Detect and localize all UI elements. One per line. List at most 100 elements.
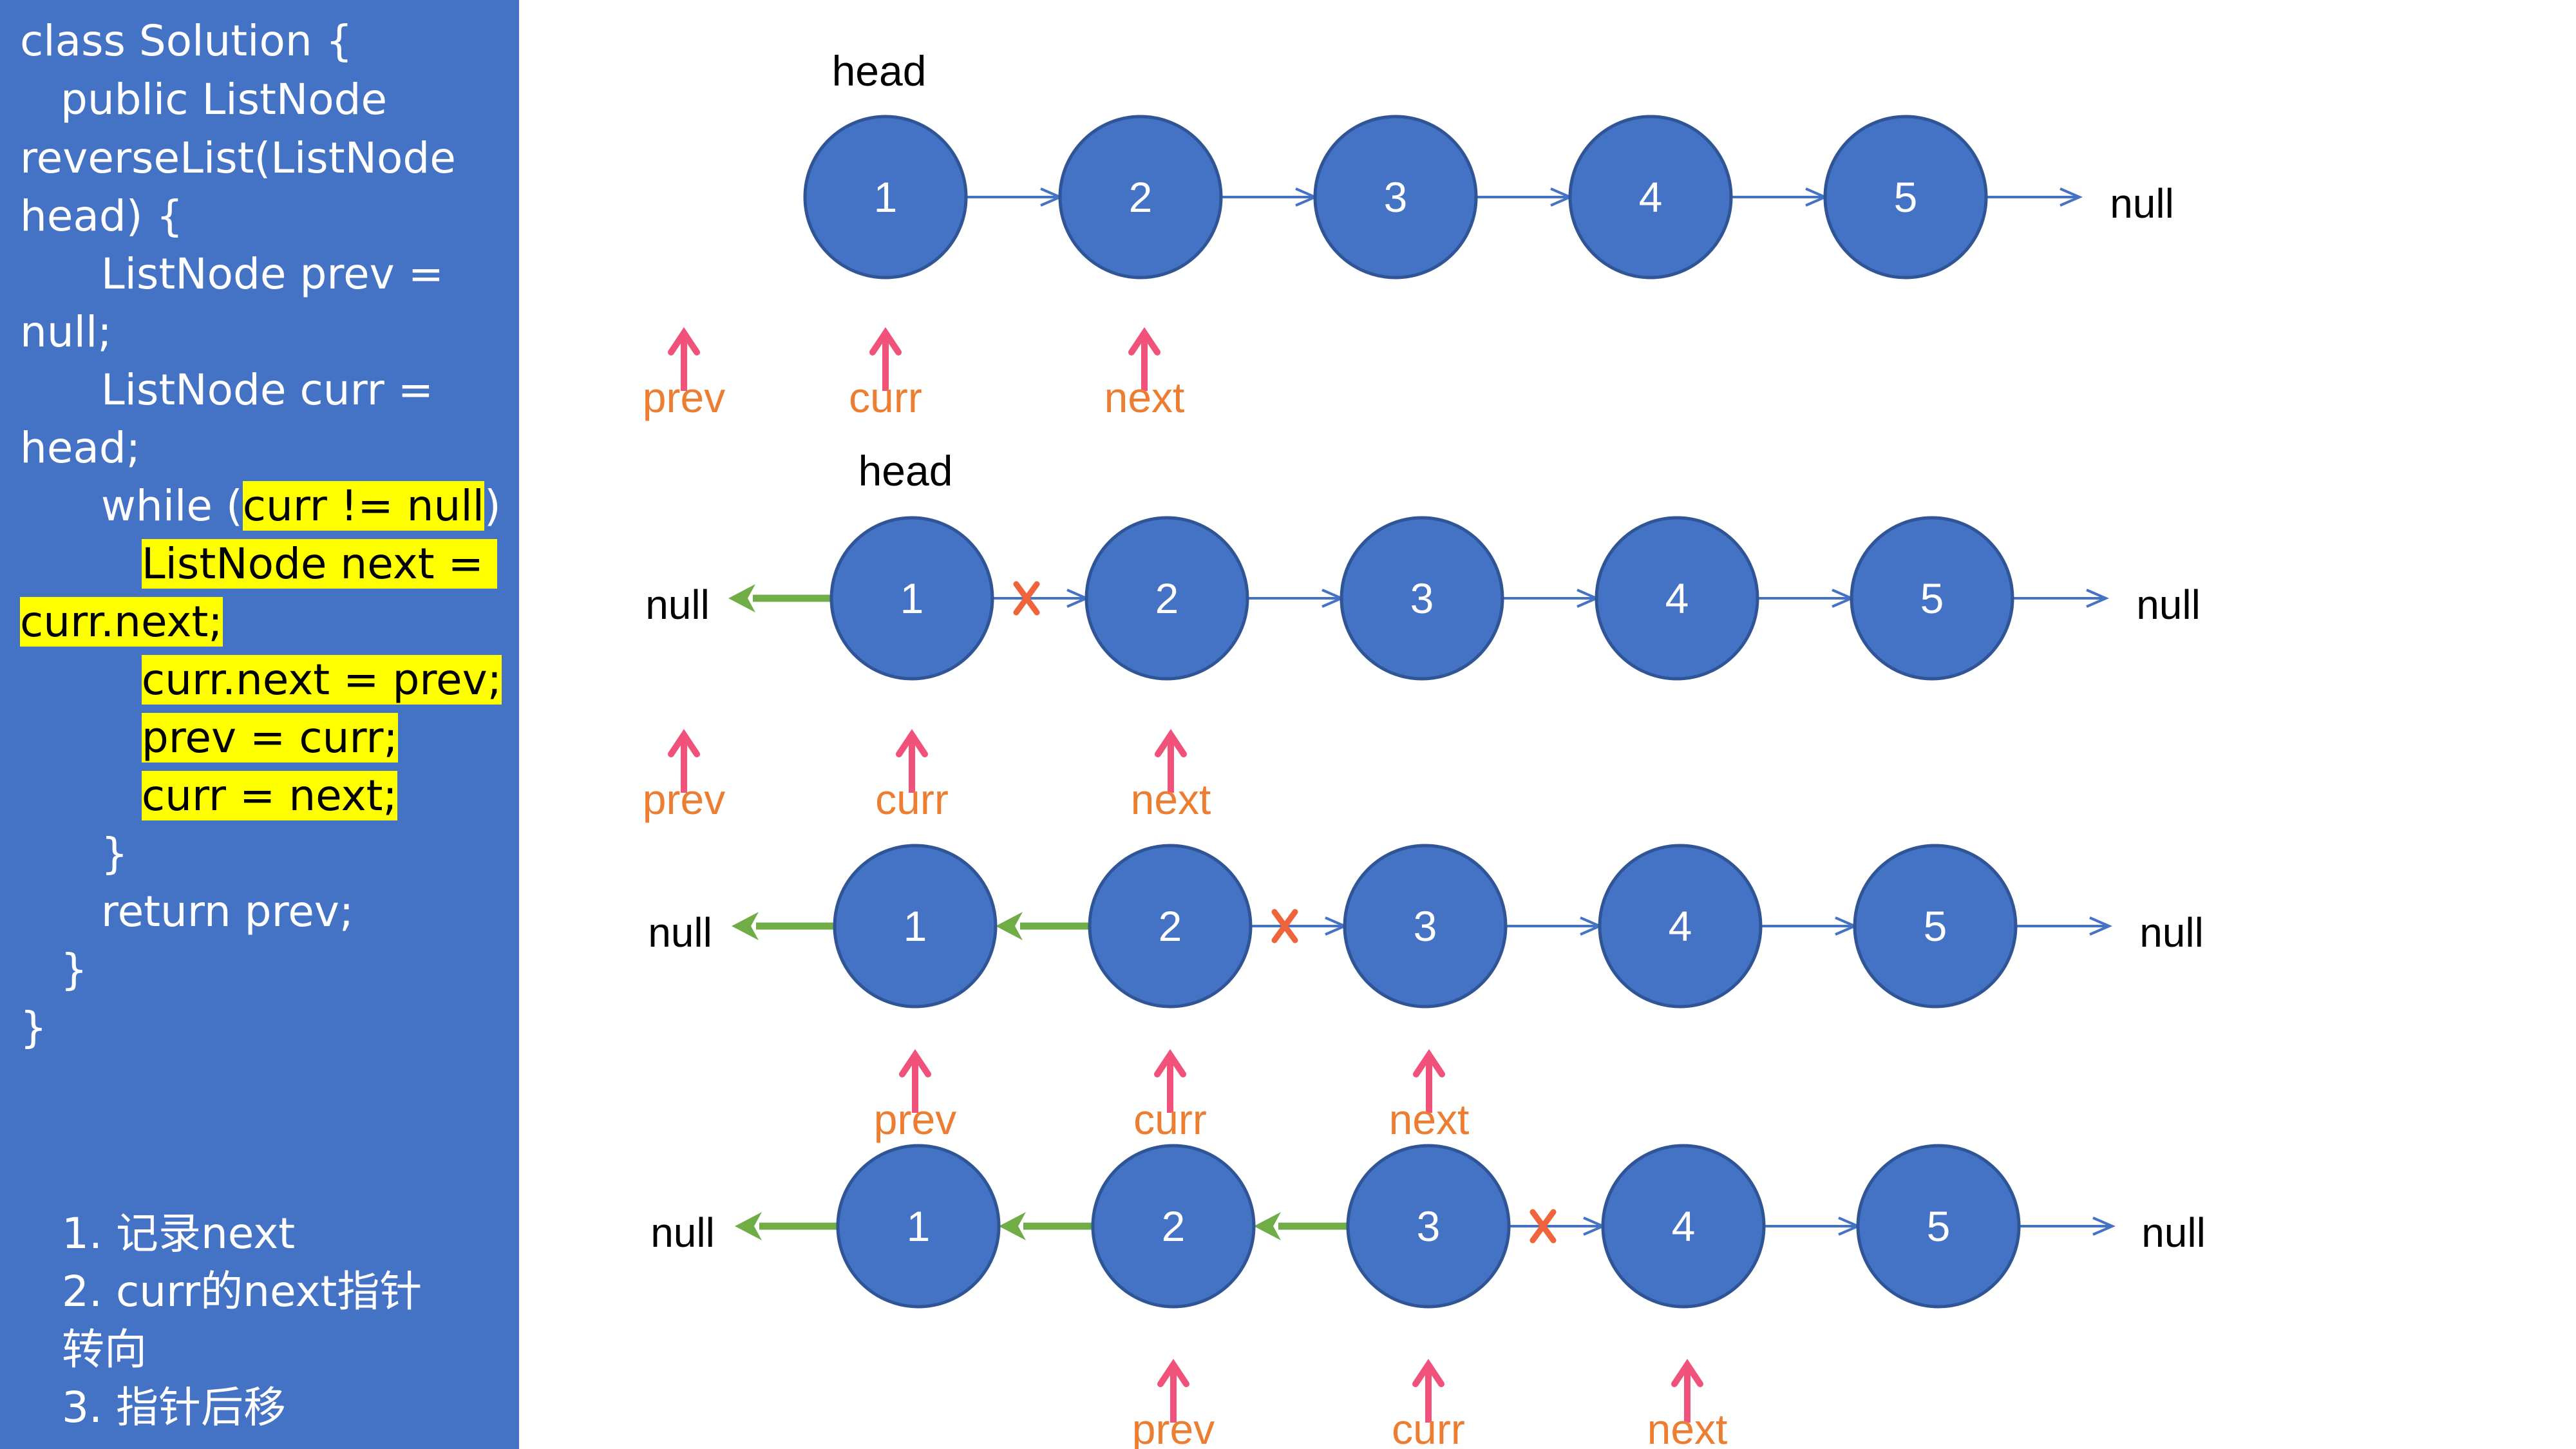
code-line: } <box>100 829 128 878</box>
code-line: } <box>60 945 88 994</box>
x-mark-icon <box>1530 1209 1557 1244</box>
code-line: } <box>20 1003 47 1052</box>
node-value: 2 <box>1159 902 1182 950</box>
pointer-label: curr <box>849 374 922 421</box>
pointer-arrowhead <box>869 327 902 355</box>
list-node <box>1568 115 1733 279</box>
null-label: null <box>2136 582 2201 628</box>
null-label: null <box>650 1209 715 1256</box>
code-line: curr = next; <box>20 771 397 820</box>
pointer-arrowhead <box>1412 1358 1444 1387</box>
head-label: head <box>832 47 927 95</box>
pointer-arrowhead <box>668 327 700 355</box>
code-line: null; <box>20 307 112 357</box>
pointer-label: prev <box>1132 1405 1215 1449</box>
pointer-label: next <box>1131 775 1211 823</box>
code-highlight: curr.next = prev; <box>141 655 502 705</box>
code-highlight: curr != null <box>242 481 484 531</box>
pointer-label: next <box>1389 1095 1470 1143</box>
node-value: 1 <box>900 574 924 622</box>
reversed-link-arrowhead <box>999 1212 1026 1240</box>
node-value: 4 <box>1639 173 1663 221</box>
code-line: ListNode prev = <box>100 249 444 299</box>
list-node <box>1595 516 1759 681</box>
x-mark-icon <box>1271 909 1298 943</box>
code-line: class Solution { <box>20 16 353 66</box>
pointer-arrowhead <box>668 728 700 757</box>
code-line: curr.next; <box>20 597 223 647</box>
null-label: null <box>2110 180 2174 227</box>
pointer-label: curr <box>875 775 949 823</box>
node-value: 5 <box>1927 1202 1951 1250</box>
code-line: return prev; <box>100 887 354 936</box>
node-value: 4 <box>1669 902 1692 950</box>
code-highlight: curr.next; <box>20 597 223 647</box>
null-label: null <box>645 582 710 628</box>
code-line: head) { <box>20 191 184 241</box>
node-value: 3 <box>1384 173 1408 221</box>
next-link-arrowhead <box>2060 187 2083 207</box>
step-text: 转向 <box>62 1325 147 1374</box>
x-mark-stroke <box>1271 909 1298 943</box>
list-node <box>829 516 994 681</box>
x-mark-stroke <box>1013 581 1040 616</box>
code-line: ListNode curr = <box>100 365 433 415</box>
null-label: null <box>2139 909 2204 956</box>
list-node <box>1601 1144 1766 1309</box>
code-line: while (curr != null) { <box>100 481 542 531</box>
code-line: public ListNode <box>60 75 388 124</box>
node-value: 5 <box>1924 902 1947 950</box>
node-value: 3 <box>1410 574 1434 622</box>
step-text: 1. 记录next <box>62 1209 296 1258</box>
list-node <box>833 844 998 1009</box>
list-node <box>1340 516 1504 681</box>
pointer-arrowhead <box>1155 728 1187 757</box>
code-highlight: ListNode next = <box>141 539 497 589</box>
list-node <box>1088 844 1253 1009</box>
next-link-arrowhead <box>2089 916 2113 936</box>
pointer-arrowhead <box>899 1048 931 1077</box>
pointer-label: curr <box>1133 1095 1207 1143</box>
pointer-arrowhead <box>1413 1048 1445 1077</box>
node-value: 3 <box>1417 1202 1441 1250</box>
next-link-arrowhead <box>2092 1217 2116 1236</box>
pointer-label: prev <box>874 1095 956 1143</box>
head-label: head <box>858 447 953 495</box>
step-text: 2. curr的next指针 <box>62 1267 422 1316</box>
list-node <box>1856 1144 2021 1309</box>
list-node <box>1343 844 1508 1009</box>
pointer-arrowhead <box>1671 1358 1703 1387</box>
reversed-link-arrowhead <box>728 584 755 612</box>
reversed-link-arrowhead <box>735 1212 762 1240</box>
code-highlight: prev = curr; <box>141 713 398 762</box>
step-text: 3. 指针后移 <box>62 1383 286 1432</box>
pointer-label: next <box>1104 374 1185 421</box>
code-line: ListNode next = <box>20 539 497 589</box>
code-line: reverseList(ListNode <box>20 133 456 183</box>
code-line: head; <box>20 423 141 473</box>
code-line: prev = curr; <box>20 713 398 762</box>
code-line: curr.next = prev; <box>20 655 502 705</box>
list-node <box>803 115 968 279</box>
code-highlight: curr = next; <box>141 771 397 820</box>
node-value: 5 <box>1894 173 1918 221</box>
list-node <box>1346 1144 1511 1309</box>
x-mark-stroke <box>1530 1209 1557 1244</box>
list-node <box>1850 516 2014 681</box>
pointer-label: prev <box>643 374 725 421</box>
node-value: 4 <box>1672 1202 1696 1250</box>
null-label: null <box>648 909 712 956</box>
node-value: 2 <box>1129 173 1153 221</box>
pointer-arrowhead <box>1128 327 1160 355</box>
reversed-link-arrowhead <box>1254 1212 1281 1240</box>
list-node <box>1084 516 1249 681</box>
node-value: 4 <box>1665 574 1689 622</box>
node-value: 1 <box>904 902 927 950</box>
node-value: 1 <box>907 1202 931 1250</box>
list-node <box>1823 115 1988 279</box>
list-node <box>1598 844 1763 1009</box>
list-node <box>1313 115 1478 279</box>
x-mark-icon <box>1013 581 1040 616</box>
node-value: 2 <box>1162 1202 1186 1250</box>
